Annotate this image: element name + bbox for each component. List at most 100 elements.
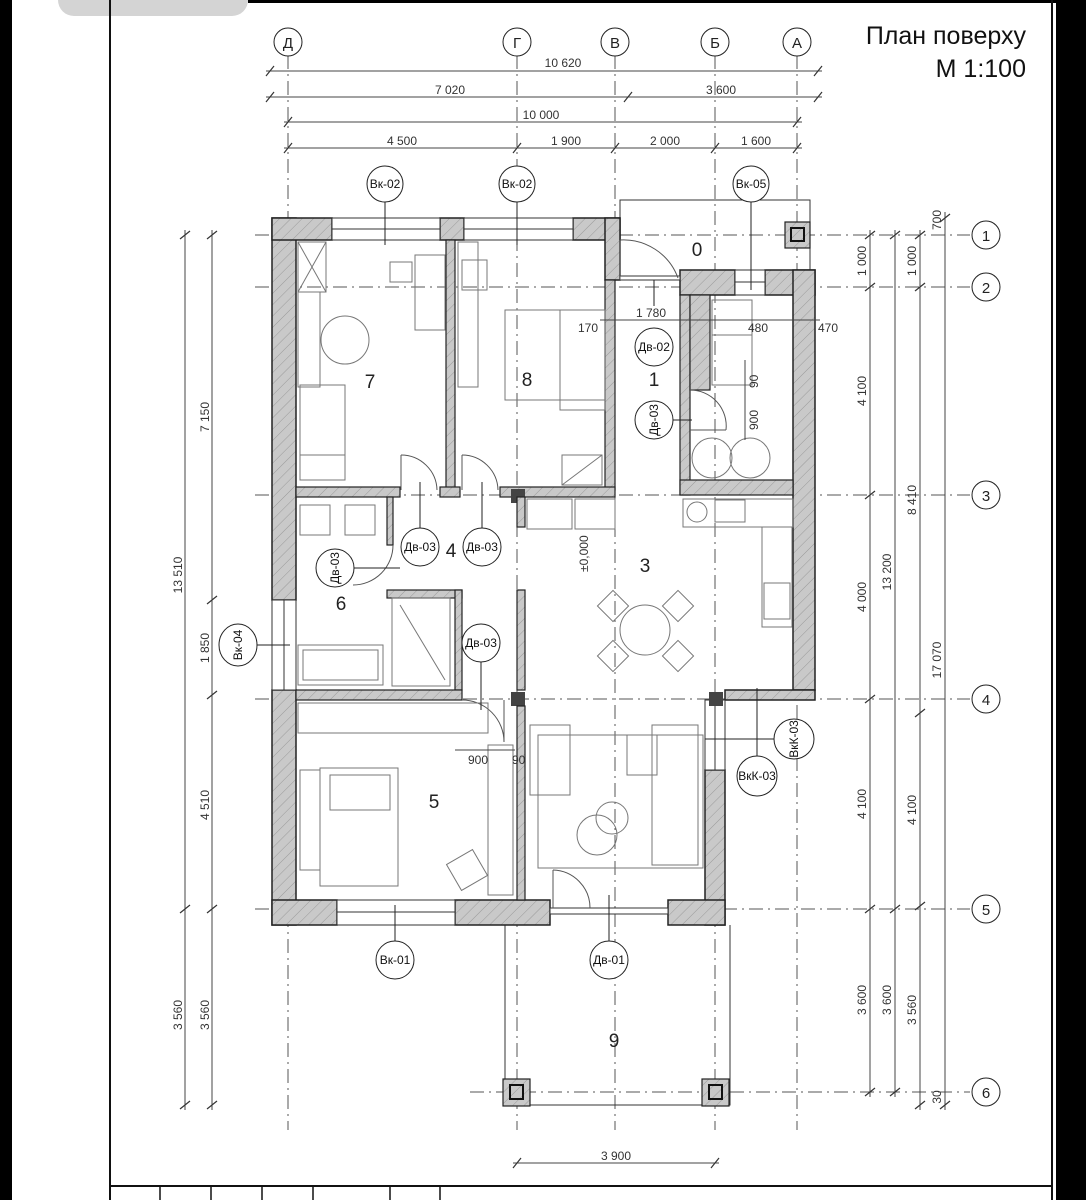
tag-dv03-room7: Дв-03: [400, 482, 440, 567]
dim-10620: 10 620: [545, 56, 582, 70]
axis-bubble-a: А: [782, 27, 812, 57]
svg-text:В: В: [610, 35, 620, 52]
svg-text:Д: Д: [283, 35, 293, 52]
dim-r2-3600: 3 600: [880, 985, 894, 1015]
dim-r1-4100b: 4 100: [855, 789, 869, 819]
dimensions-top: 10 620 7 020 3 600 10 000 4 500 1 900 2 …: [265, 56, 823, 154]
plan-scale: М 1:100: [936, 55, 1026, 83]
axis-bubble-g: Г: [502, 27, 532, 57]
svg-text:2: 2: [982, 280, 990, 297]
dim-r1-4000: 4 000: [855, 582, 869, 612]
room-3: 3: [640, 556, 651, 577]
axis-bubble-5: 5: [971, 894, 1001, 924]
dim-900-vertical: 900: [747, 410, 761, 430]
exterior-walls: [271, 217, 816, 926]
dimensions-bottom: 3 900: [512, 1149, 720, 1169]
svg-text:ВкК-03: ВкК-03: [787, 720, 801, 758]
dim-900: 900: [468, 753, 488, 767]
dim-r4-700: 700: [930, 210, 944, 230]
svg-text:Вк-04: Вк-04: [231, 629, 245, 660]
dim-r1-1000: 1 000: [855, 246, 869, 276]
svg-text:Дв-01: Дв-01: [593, 953, 625, 967]
dim-3560-inner: 3 560: [198, 1000, 212, 1030]
room-1: 1: [649, 370, 660, 391]
dim-4510: 4 510: [198, 790, 212, 820]
svg-text:Дв-03: Дв-03: [328, 552, 342, 584]
room-labels: 0 1 3 4 5 6 7 8 9: [336, 240, 703, 1052]
dim-3900: 3 900: [601, 1149, 631, 1163]
dim-r3-8410: 8 410: [905, 485, 919, 515]
dim-7020: 7 020: [435, 83, 465, 97]
svg-text:Г: Г: [513, 35, 521, 52]
dim-7150: 7 150: [198, 402, 212, 432]
svg-text:Дв-02: Дв-02: [638, 340, 670, 354]
interior-dimensions: 170 1 780 480 470 90 900 900 90: [455, 306, 838, 767]
dim-90-vertical: 90: [747, 374, 761, 388]
axis-bubble-v: В: [600, 27, 630, 57]
svg-text:Дв-03: Дв-03: [404, 540, 436, 554]
overlay-pill: [58, 0, 248, 16]
svg-text:Вк-05: Вк-05: [736, 177, 767, 191]
axis-bubble-2: 2: [971, 272, 1001, 302]
tag-vk01: Вк-01: [375, 905, 415, 980]
dim-r4-30: 30: [930, 1090, 944, 1104]
svg-text:ВкК-03: ВкК-03: [738, 769, 776, 783]
tag-dv02: Дв-02: [634, 280, 674, 367]
axis-bubble-b: Б: [700, 27, 730, 57]
element-tags: Вк-02 Вк-02 Вк-05 Дв-02 Дв-03 Дв-03 Дв-0…: [218, 165, 815, 980]
room-0: 0: [692, 240, 703, 261]
furniture: [297, 241, 794, 896]
tag-vkk03-bottom: ВкК-03: [736, 688, 778, 797]
screen-edge-right: [1056, 0, 1086, 1200]
dim-13510: 13 510: [171, 556, 185, 593]
door-swings: [352, 239, 727, 909]
room-8: 8: [522, 370, 533, 391]
dim-480: 480: [748, 321, 768, 335]
dim-90: 90: [512, 753, 526, 767]
dim-4500: 4 500: [387, 134, 417, 148]
room-4: 4: [446, 541, 457, 562]
dimensions-left: 13 510 3 560 7 150 1 850 4 510 3 560: [171, 230, 218, 1110]
screen-edge-top: [248, 0, 1086, 3]
svg-text:1: 1: [982, 228, 990, 245]
axis-bubble-d: Д: [273, 27, 303, 57]
svg-text:5: 5: [982, 902, 990, 919]
svg-text:3: 3: [982, 488, 990, 505]
svg-text:Вк-01: Вк-01: [380, 953, 411, 967]
svg-text:Вк-02: Вк-02: [502, 177, 533, 191]
dim-r3-1000: 1 000: [905, 246, 919, 276]
dim-1850: 1 850: [198, 633, 212, 663]
drawing-frame: [109, 0, 1053, 1200]
tag-dv01: Дв-01: [589, 895, 629, 980]
room-9: 9: [609, 1031, 620, 1052]
screen-edge-left: [0, 0, 12, 1200]
dim-170: 170: [578, 321, 598, 335]
dim-r2-13200: 13 200: [880, 553, 894, 590]
axis-bubble-1: 1: [971, 220, 1001, 250]
dim-1900: 1 900: [551, 134, 581, 148]
tag-vk02-left: Вк-02: [366, 165, 404, 245]
svg-text:4: 4: [982, 692, 990, 709]
dim-3600: 3 600: [706, 83, 736, 97]
plan-title: План поверху: [866, 22, 1027, 50]
svg-text:Вк-02: Вк-02: [370, 177, 401, 191]
svg-text:Дв-03: Дв-03: [465, 636, 497, 650]
room-6: 6: [336, 594, 347, 615]
level-mark: ±0,000: [577, 535, 591, 572]
svg-text:А: А: [792, 35, 802, 52]
dim-r4-17070: 17 070: [930, 641, 944, 678]
tag-dv03-room8: Дв-03: [462, 482, 502, 567]
dim-470: 470: [818, 321, 838, 335]
axis-bubble-4: 4: [971, 684, 1001, 714]
axis-bubble-6: 6: [971, 1077, 1001, 1107]
dim-r1-3600: 3 600: [855, 985, 869, 1015]
dimensions-right: 1 000 4 100 4 000 4 100 3 600 13 200 3 6…: [855, 210, 951, 1110]
dim-r3-3560: 3 560: [905, 995, 919, 1025]
room-5: 5: [429, 792, 440, 813]
svg-text:Дв-03: Дв-03: [647, 404, 661, 436]
dim-10000: 10 000: [523, 108, 560, 122]
dim-r1-4100a: 4 100: [855, 376, 869, 406]
tag-vk05: Вк-05: [732, 165, 770, 290]
room-7: 7: [365, 372, 376, 393]
